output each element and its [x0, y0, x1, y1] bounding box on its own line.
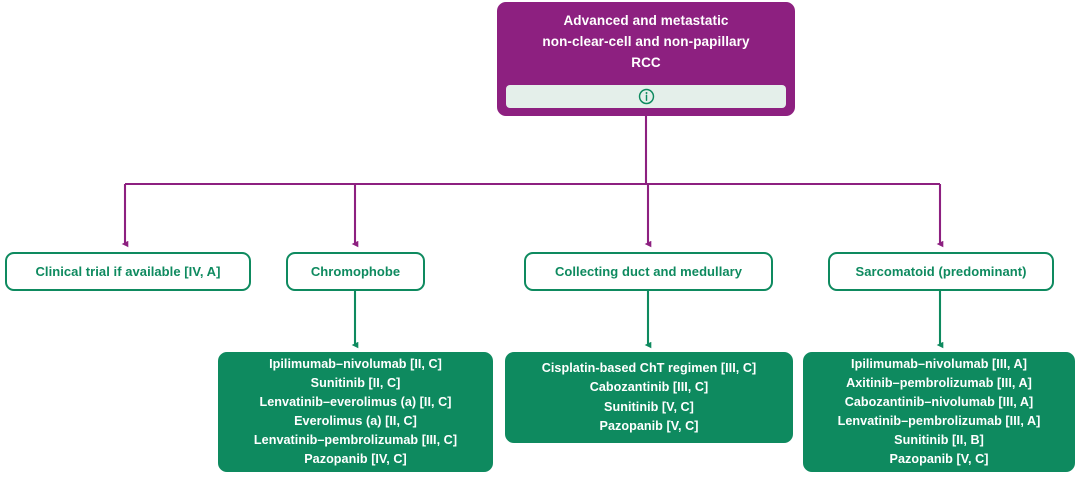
category-label-chromophobe: Chromophobe — [310, 263, 401, 279]
category-node-chromophobe[interactable]: Chromophobe — [286, 252, 425, 291]
category-node-clinical-trial[interactable]: Clinical trial if available [IV, A] — [5, 252, 251, 291]
treatment-line: Pazopanib [V, C] — [889, 452, 989, 467]
treatment-node-sarcomatoid: Ipilimumab–nivolumab [III, A] Axitinib–p… — [803, 352, 1075, 472]
treatment-line: Lenvatinib–everolimus (a) [II, C] — [259, 394, 452, 409]
treatment-line: Pazopanib [IV, C] — [304, 452, 407, 467]
root-info-bar[interactable] — [506, 85, 786, 108]
treatment-line: Cabozantinib–nivolumab [III, A] — [844, 394, 1034, 409]
root-node-advanced-metastatic-rcc: Advanced and metastatic non-clear-cell a… — [497, 2, 795, 116]
treatment-line: Everolimus (a) [II, C] — [294, 414, 417, 428]
treatment-line: Cisplatin-based ChT regimen [III, C] — [541, 361, 757, 376]
category-label-collecting-duct-and-medullary: Collecting duct and medullary — [554, 263, 743, 279]
treatment-line: Axitinib–pembrolizumab [III, A] — [846, 375, 1032, 390]
category-label-clinical-trial: Clinical trial if available [IV, A] — [35, 263, 221, 279]
category-node-sarcomatoid[interactable]: Sarcomatoid (predominant) — [828, 252, 1054, 291]
treatment-node-collecting-duct-and-medullary: Cisplatin-based ChT regimen [III, C] Cab… — [505, 352, 793, 443]
treatment-line: Pazopanib [V, C] — [599, 418, 699, 433]
category-node-collecting-duct-and-medullary[interactable]: Collecting duct and medullary — [524, 252, 773, 291]
treatment-line: Sunitinib [II, B] — [894, 433, 984, 448]
treatment-line: Sunitinib [V, C] — [604, 399, 694, 414]
category-label-sarcomatoid: Sarcomatoid (predominant) — [855, 263, 1027, 279]
info-circle-icon[interactable] — [638, 88, 655, 105]
treatment-line: Lenvatinib–pembrolizumab [III, C] — [253, 433, 458, 448]
treatment-node-chromophobe: Ipilimumab–nivolumab [II, C] Sunitinib [… — [218, 352, 493, 472]
treatment-line: Ipilimumab–nivolumab [II, C] — [269, 356, 442, 371]
treatment-line: Lenvatinib–pembrolizumab [III, A] — [837, 414, 1041, 428]
treatment-line: Sunitinib [II, C] — [310, 375, 401, 390]
root-node-title: Advanced and metastatic non-clear-cell a… — [542, 13, 750, 70]
treatment-line: Ipilimumab–nivolumab [III, A] — [851, 356, 1027, 371]
treatment-line: Cabozantinib [III, C] — [589, 380, 709, 395]
